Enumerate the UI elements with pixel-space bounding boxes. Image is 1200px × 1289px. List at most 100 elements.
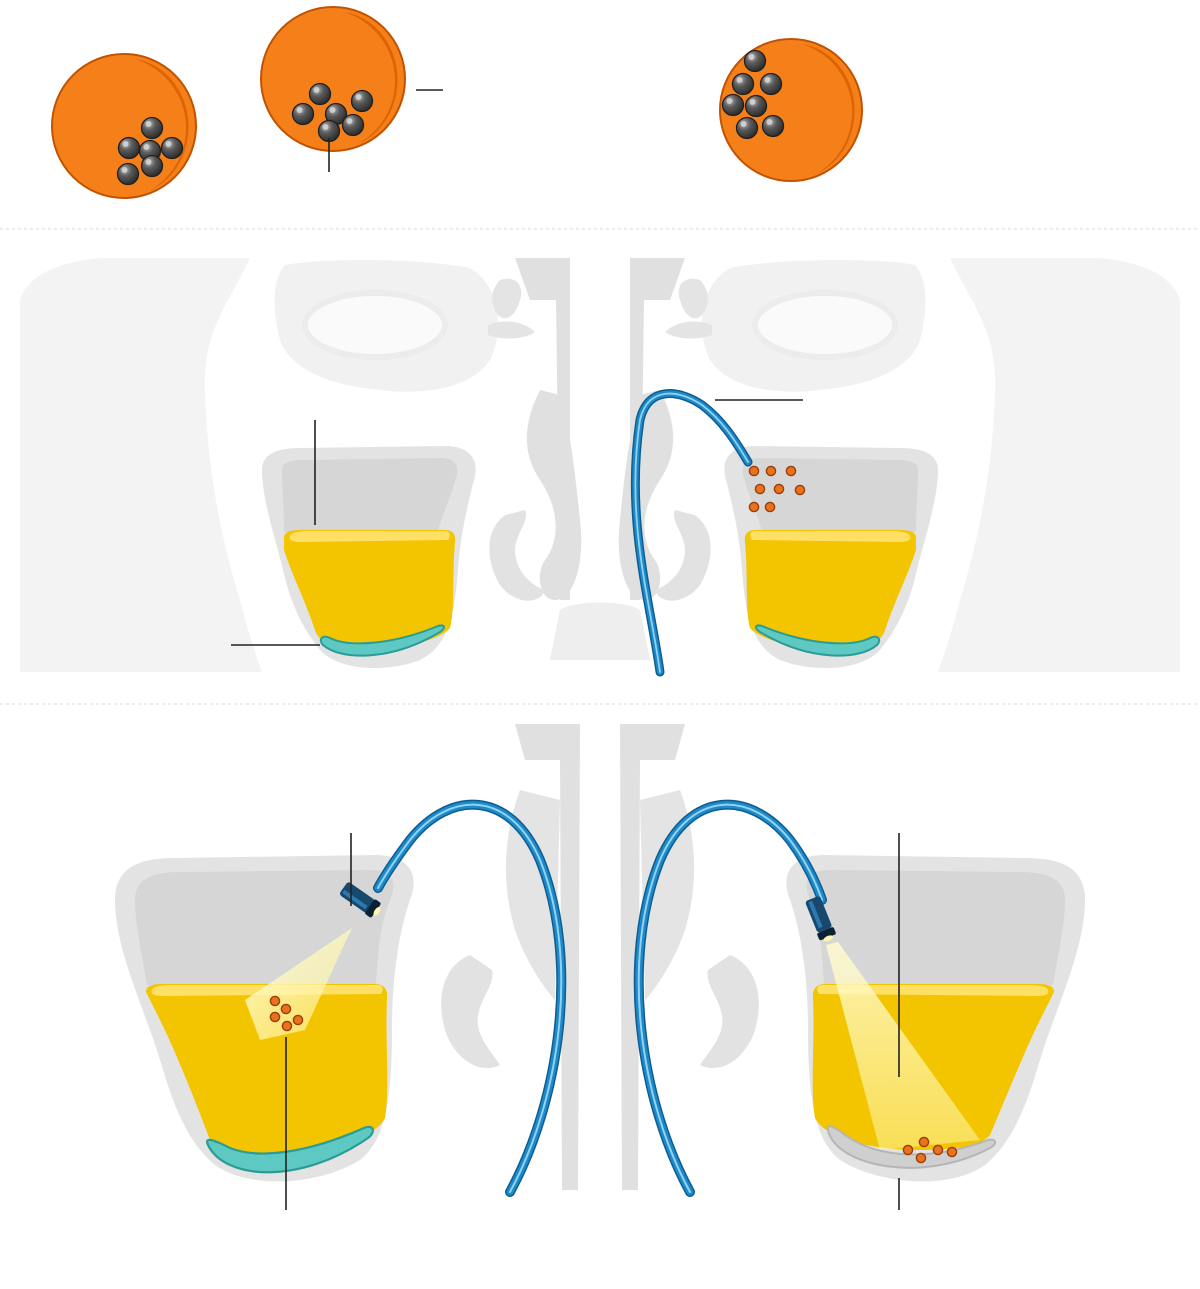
bead xyxy=(116,162,140,186)
middle-turbinate-right xyxy=(618,390,674,600)
residue-layer-right-row3 xyxy=(826,1125,996,1169)
endoscope-tip-left xyxy=(340,882,381,918)
maxillary-sinus-right xyxy=(724,446,938,669)
bead xyxy=(341,113,365,137)
bead xyxy=(350,89,374,113)
microsphere-2 xyxy=(260,6,406,152)
bead-highlight xyxy=(355,94,362,100)
bead-highlight xyxy=(145,121,152,127)
septum-upper-left xyxy=(515,724,580,1190)
particle xyxy=(269,995,281,1007)
particles-right-row3 xyxy=(902,1136,958,1164)
bead-highlight xyxy=(165,141,172,147)
endoscopic-visualization-panel xyxy=(115,724,1085,1210)
mucosa-left xyxy=(319,624,445,657)
particle xyxy=(764,501,776,513)
bead-highlight xyxy=(296,107,303,113)
particle xyxy=(754,483,766,495)
bead-highlight xyxy=(748,54,755,60)
particle xyxy=(292,1014,304,1026)
middle-turbinate-left xyxy=(526,390,582,600)
orbit-cavity-left xyxy=(302,290,448,360)
mucosa-right xyxy=(755,624,881,657)
bead-highlight xyxy=(322,124,329,130)
delivery-catheter xyxy=(630,389,753,677)
bead-highlight xyxy=(313,87,320,93)
bead xyxy=(731,72,755,96)
ethmoid-cells-right xyxy=(665,278,712,339)
particle xyxy=(281,1020,293,1032)
endoscope-left xyxy=(340,799,567,1197)
particle xyxy=(915,1152,927,1164)
inferior-turbinate-left xyxy=(489,510,545,601)
bead-highlight xyxy=(346,118,353,124)
bead xyxy=(308,82,332,106)
fluid-surface-right-row3 xyxy=(817,985,1049,996)
bead-highlight xyxy=(726,98,733,104)
sinus-cavity-right-row3 xyxy=(806,870,1065,985)
particles-left-row3 xyxy=(269,995,304,1032)
fluid-left-row3 xyxy=(146,984,388,1160)
released-particles xyxy=(748,465,806,513)
sinus-cavity-right xyxy=(742,458,918,532)
microsphere-body xyxy=(719,38,863,182)
maxillary-sinus-left xyxy=(262,446,476,669)
fluid-left xyxy=(284,530,456,650)
bead-highlight xyxy=(122,141,129,147)
middle-meatus-left xyxy=(505,790,560,1000)
endoscope-tip-right xyxy=(805,896,836,942)
bead-highlight xyxy=(764,77,771,83)
inferior-turbinate-right xyxy=(655,510,711,601)
particle xyxy=(946,1146,958,1158)
particle xyxy=(902,1144,914,1156)
bead xyxy=(759,72,783,96)
bead xyxy=(291,102,315,126)
middle-meatus-right xyxy=(640,790,695,1000)
fluid-right xyxy=(744,530,916,650)
particle xyxy=(794,484,806,496)
bead-highlight xyxy=(143,144,150,150)
particle xyxy=(773,483,785,495)
orbit-cavity-right xyxy=(752,290,898,360)
turbinate-left-row3 xyxy=(441,955,500,1069)
particle xyxy=(765,465,777,477)
bead xyxy=(761,114,785,138)
nasal-floor xyxy=(550,602,650,660)
bead xyxy=(117,136,141,160)
microsphere-row xyxy=(51,6,863,199)
bead-highlight xyxy=(749,99,756,105)
particle xyxy=(280,1003,292,1015)
particle xyxy=(918,1136,930,1148)
bead xyxy=(140,154,164,178)
particle xyxy=(748,465,760,477)
bead-highlight xyxy=(145,159,152,165)
bead-highlight xyxy=(121,167,128,173)
turbinate-right-row3 xyxy=(700,955,759,1069)
bead-highlight xyxy=(736,77,743,83)
light-beam-right xyxy=(826,942,980,1150)
catheter-delivery-panel xyxy=(20,258,1180,677)
bead-highlight xyxy=(329,107,336,113)
microsphere-3 xyxy=(719,38,863,182)
endoscope-right xyxy=(633,799,836,1197)
bead xyxy=(743,49,767,73)
bead xyxy=(140,116,164,140)
septum-upper-right xyxy=(620,724,685,1190)
skull-outline-left xyxy=(20,258,262,672)
microsphere-1 xyxy=(51,53,197,199)
fluid-surface-left xyxy=(289,531,450,542)
skull-outline-right xyxy=(938,258,1180,672)
bead xyxy=(721,93,745,117)
ethmoid-cells-left xyxy=(488,278,535,339)
bead xyxy=(735,116,759,140)
particle xyxy=(932,1144,944,1156)
mucosa-left-row3 xyxy=(206,1125,374,1174)
particle xyxy=(269,1011,281,1023)
fluid-surface-right xyxy=(750,531,911,542)
bead-highlight xyxy=(740,121,747,127)
particle xyxy=(785,465,797,477)
bead xyxy=(744,94,768,118)
bead xyxy=(160,136,184,160)
